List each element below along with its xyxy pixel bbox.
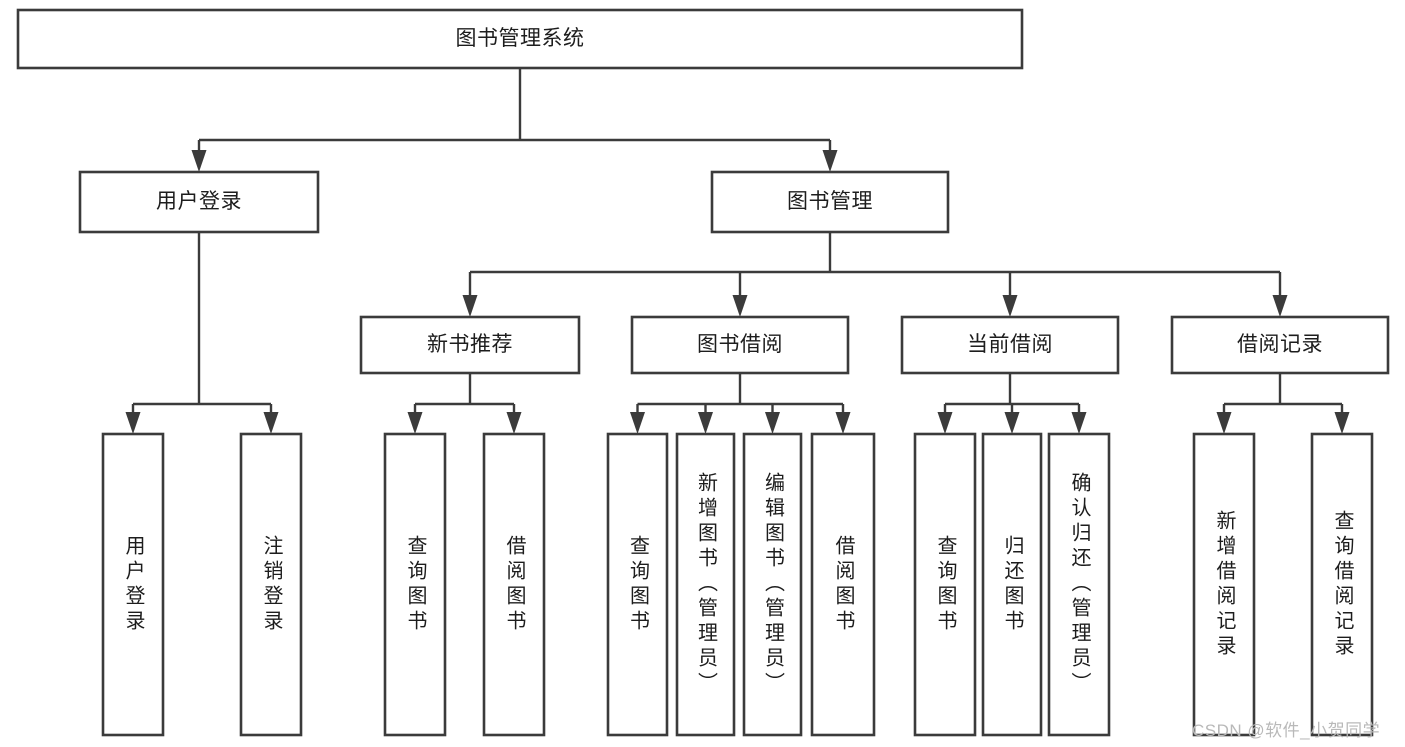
node-box-leaf_10[interactable]	[1047, 432, 1111, 737]
edge-group-root	[191, 68, 838, 172]
node-box-leaf_2[interactable]	[383, 432, 447, 737]
arrow-head-leaf_8	[937, 412, 953, 434]
arrow-head-leaf_6	[765, 412, 780, 434]
node-box-leaf_8[interactable]	[913, 432, 977, 737]
node-box-leaf_12[interactable]	[1310, 432, 1374, 737]
connectors-layer	[125, 68, 1350, 434]
node-box-leaf_1[interactable]	[239, 432, 303, 737]
arrow-head-leaf_3	[506, 412, 522, 434]
arrow-head-l3_1	[732, 295, 748, 317]
edge-group-l3_0	[407, 373, 522, 434]
node-box-leaf_11[interactable]	[1192, 432, 1256, 737]
arrow-head-leaf_4	[630, 412, 645, 434]
node-box-root[interactable]	[16, 8, 1024, 70]
arrow-head-l2_1	[822, 150, 838, 172]
node-box-l3_0[interactable]	[359, 315, 581, 375]
arrow-head-leaf_11	[1216, 412, 1232, 434]
edge-group-l2_0	[125, 232, 279, 434]
arrow-head-l2_0	[191, 150, 207, 172]
node-box-leaf_0[interactable]	[101, 432, 165, 737]
edge-group-l2_1	[462, 232, 1288, 317]
edge-group-l3_3	[1216, 373, 1350, 434]
node-box-l2_1[interactable]	[710, 170, 950, 234]
node-box-leaf_9[interactable]	[981, 432, 1043, 737]
node-box-leaf_6[interactable]	[742, 432, 803, 737]
arrow-head-leaf_1	[263, 412, 279, 434]
arrow-head-l3_0	[462, 295, 478, 317]
node-box-leaf_4[interactable]	[606, 432, 669, 737]
arrow-head-leaf_2	[407, 412, 423, 434]
node-box-leaf_3[interactable]	[482, 432, 546, 737]
arrow-head-leaf_12	[1334, 412, 1350, 434]
node-box-l3_2[interactable]	[900, 315, 1120, 375]
arrow-head-l3_3	[1272, 295, 1288, 317]
node-box-leaf_5[interactable]	[675, 432, 736, 737]
arrow-head-leaf_0	[125, 412, 141, 434]
arrow-head-leaf_5	[698, 412, 713, 434]
arrow-head-leaf_10	[1071, 412, 1087, 434]
edge-group-l3_2	[937, 373, 1087, 434]
edge-group-l3_1	[630, 373, 851, 434]
node-box-l3_3[interactable]	[1170, 315, 1390, 375]
node-box-l2_0[interactable]	[78, 170, 320, 234]
boxes-layer	[16, 8, 1390, 737]
arrow-head-l3_2	[1002, 295, 1018, 317]
arrow-head-leaf_7	[835, 412, 851, 434]
node-box-leaf_7[interactable]	[810, 432, 876, 737]
arrow-head-leaf_9	[1004, 412, 1020, 434]
node-box-l3_1[interactable]	[630, 315, 850, 375]
watermark-text: CSDN @软件_小贺同学	[1192, 721, 1381, 740]
